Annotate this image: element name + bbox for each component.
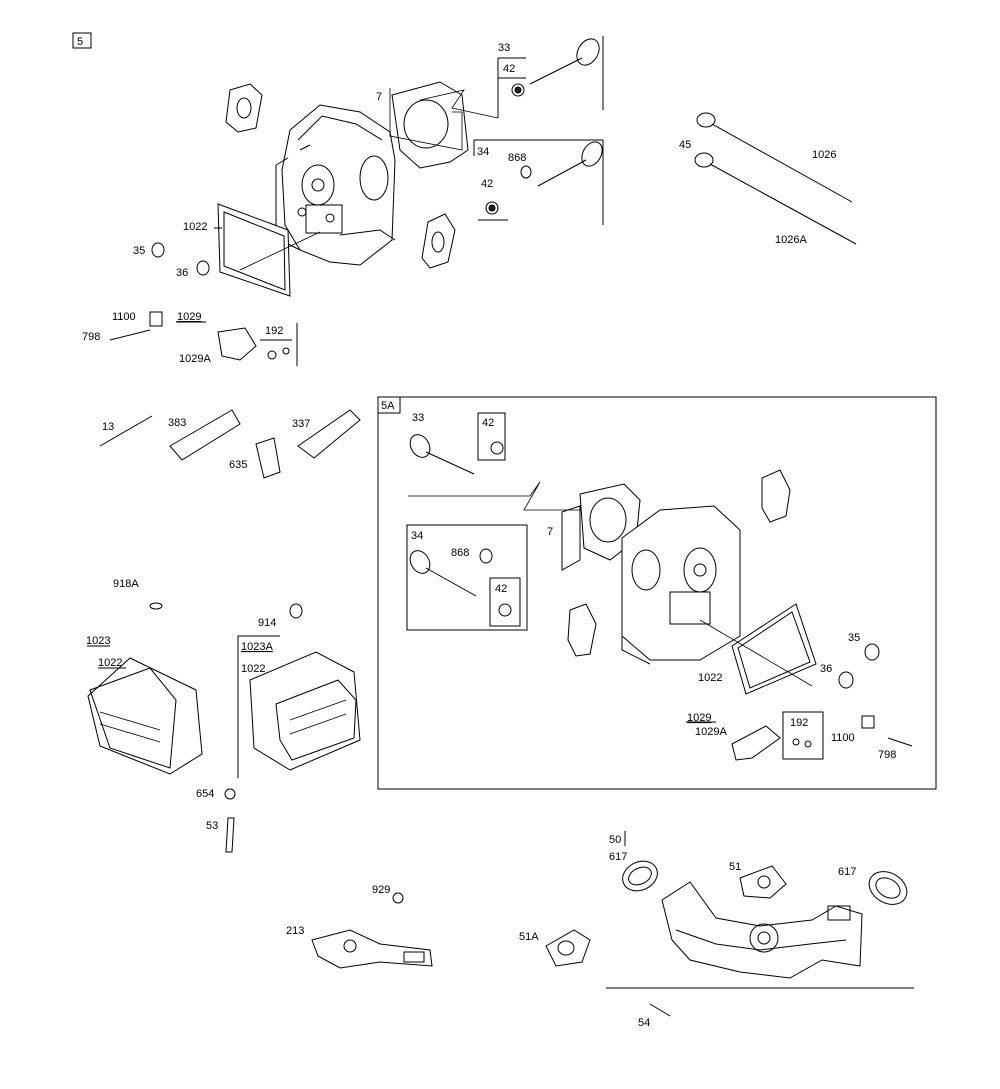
intake-valve-part [537,141,603,187]
callout-1022: 1022 [698,672,722,684]
callout-929: 929 [372,884,390,896]
callout-1026: 1026 [812,149,836,161]
callout-617: 617 [838,866,856,878]
callout-1100: 1100 [831,732,855,744]
callout-53: 53 [206,820,218,832]
breather-tube-part [169,409,241,461]
callout-337: 337 [292,418,310,430]
gasket-617-right-part [868,871,908,905]
callout-914: 914 [258,617,276,629]
callout-635: 635 [229,459,247,471]
exhaust-gasket-part [421,213,456,269]
callout-1029: 1029 [687,712,711,724]
callout-213: 213 [286,925,304,937]
exhaust-valve-part [529,38,600,85]
callout-798: 798 [82,331,100,343]
manifold-assembly [311,831,914,1017]
callout-51: 51 [729,861,741,873]
rocker-stud-part [196,260,210,276]
callout-798: 798 [878,749,896,761]
section-5A: 5A [377,396,937,790]
head-bolt-part [99,415,153,447]
callout-617: 617 [609,851,627,863]
callout-34: 34 [411,530,423,542]
screw-929-part [392,892,404,904]
callout-42: 42 [503,63,515,75]
section-5A-label: 5A [381,400,395,412]
callout-42: 42 [481,178,493,190]
callout-36: 36 [820,663,832,675]
callout-383: 383 [168,417,186,429]
gasket-51A-part [545,929,591,967]
callout-1029A: 1029A [695,726,727,738]
callout-1023: 1023 [86,635,110,647]
bracket-213-part [311,929,433,969]
gasket-51-part [739,865,787,899]
rocker-cover-gasket-5A-part [731,603,817,695]
spark-plug-337-part [297,409,361,459]
callout-868: 868 [508,152,526,164]
rocker-nut-part [151,242,165,258]
callout-42: 42 [495,583,507,595]
callout-1029A: 1029A [179,353,211,365]
clip-918A-part [149,602,163,610]
callout-654: 654 [196,788,214,800]
rocker-cover-1023A-part [249,651,361,771]
cylinder-head-5A-part [621,505,741,665]
tube-53-part [225,817,235,853]
callout-1026A: 1026A [775,234,807,246]
rocker-cover-1023-part [87,657,203,775]
callout-868: 868 [451,547,469,559]
callout-50: 50 [609,834,621,846]
intake-manifold-part [661,881,863,979]
fitting-635-part [255,437,281,479]
callout-192: 192 [790,717,808,729]
callout-13: 13 [102,421,114,433]
bolt-798-part [109,329,151,341]
section-5-label: 5 [77,36,83,48]
callout-7: 7 [547,526,553,538]
callout-33: 33 [412,412,424,424]
port-gasket-part [225,83,263,133]
callout-1029: 1029 [177,311,201,323]
callout-918A: 918A [113,578,139,590]
callout-34: 34 [477,146,489,158]
callout-54: 54 [638,1017,650,1029]
callout-36: 36 [176,267,188,279]
grommet-654-part [224,788,236,800]
callout-1100: 1100 [112,311,136,323]
pushrod-part [694,112,857,245]
loose-parts [87,409,361,853]
callout-35: 35 [133,245,145,257]
rocker-cover-gasket-part [217,203,291,297]
callout-labels: 33 42 7 34 868 42 1022 35 36 1100 1029 1… [82,42,896,1029]
head-gasket-part [391,81,469,169]
screw-914-part [289,603,303,619]
callout-42: 42 [482,417,494,429]
callout-192: 192 [265,325,283,337]
callout-1022: 1022 [183,221,207,233]
callout-45: 45 [679,139,691,151]
pin-1100-part [149,311,163,327]
callout-1022: 1022 [98,657,122,669]
callout-33: 33 [498,42,510,54]
callout-1023A: 1023A [241,641,273,653]
bolt-54-part [649,1003,671,1017]
callout-51A: 51A [519,931,539,943]
valve-seal-part [520,165,532,179]
section-5: 5 [72,32,857,366]
rocker-arm-part [217,327,257,361]
callout-35: 35 [848,632,860,644]
section-5A-frame [377,396,937,790]
callout-7: 7 [376,91,382,103]
cylinder-head-part [275,104,396,266]
callout-1022: 1022 [241,663,265,675]
